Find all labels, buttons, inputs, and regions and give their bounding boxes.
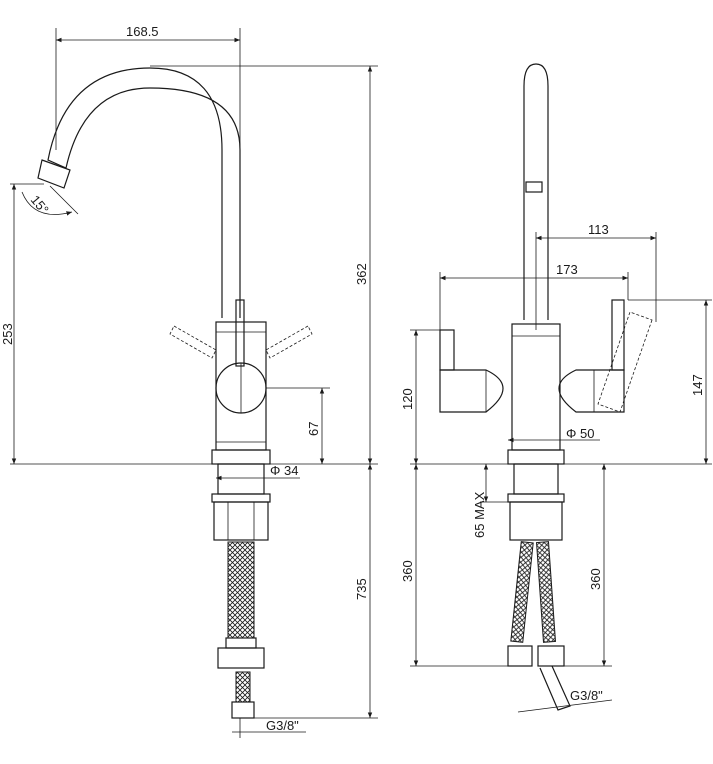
dim-lever-height: 67 bbox=[306, 422, 321, 436]
dim-handle-height: 120 bbox=[400, 388, 415, 410]
front-hose bbox=[227, 541, 255, 639]
dim-thread-front: G3/8" bbox=[266, 718, 299, 733]
dim-spout-reach: 168.5 bbox=[126, 24, 159, 39]
front-spout bbox=[47, 67, 241, 318]
side-nut bbox=[509, 501, 563, 541]
dim-spout-angle: 15° bbox=[28, 192, 52, 217]
dim-base-diameter: Φ 50 bbox=[566, 426, 594, 441]
dim-hose-right: 360 bbox=[588, 568, 603, 590]
side-right-handle bbox=[558, 369, 625, 413]
dim-body-diameter: Φ 34 bbox=[270, 463, 298, 478]
dim-total-height: 362 bbox=[354, 263, 369, 285]
dim-handle-span: 173 bbox=[556, 262, 578, 277]
side-spout bbox=[523, 63, 549, 320]
dim-thread-side: G3/8" bbox=[570, 688, 603, 703]
side-view: 113 173 120 147 Φ 50 65 MAX 360 360 G3/8… bbox=[400, 63, 712, 713]
front-aerator bbox=[37, 159, 71, 189]
dim-lever-spread: 113 bbox=[588, 222, 609, 237]
side-body bbox=[511, 323, 561, 451]
dim-hose-left: 360 bbox=[400, 560, 415, 582]
side-left-handle bbox=[439, 369, 504, 413]
front-nut bbox=[213, 501, 269, 541]
dim-hose-length: 735 bbox=[354, 578, 369, 600]
front-view: 168.5 362 253 15° 67 Φ 34 735 G3/8" bbox=[0, 24, 378, 738]
side-hose-right bbox=[535, 541, 557, 643]
dim-outlet-height: 253 bbox=[0, 323, 15, 345]
dim-side-height: 147 bbox=[690, 374, 705, 396]
side-hose-left bbox=[510, 541, 534, 643]
dim-deck-thickness: 65 MAX bbox=[472, 491, 487, 538]
